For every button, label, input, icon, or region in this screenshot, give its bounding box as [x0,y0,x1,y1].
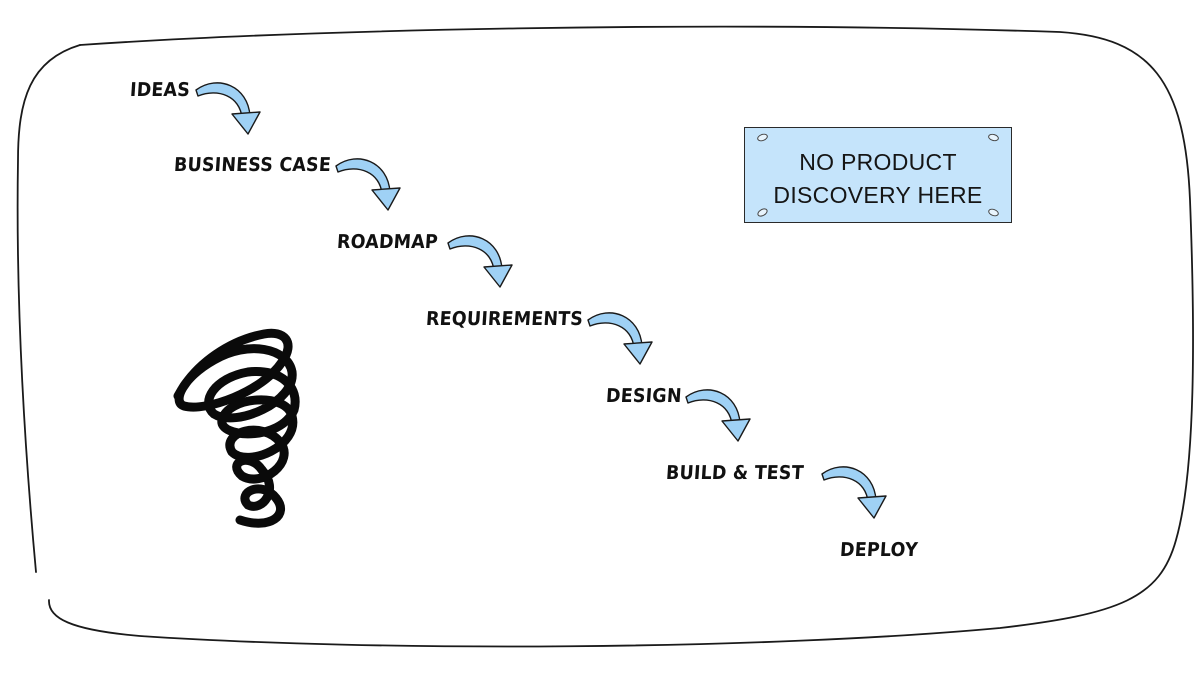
step-business-case: BUSINESS CASE [173,154,332,176]
curved-arrow-icon [447,235,513,288]
sketch-frame-left [16,44,81,573]
sketch-frame [48,25,1194,648]
curved-arrow-icon [335,158,401,211]
curved-arrow-icon [195,82,261,135]
step-build-test: BUILD & TEST [665,462,805,484]
no-discovery-sign: NO PRODUCT DISCOVERY HERE [744,127,1012,223]
step-deploy: DEPLOY [839,539,919,561]
curved-arrow-icon [587,312,653,365]
curved-arrow-icon [685,389,751,442]
screw-icon [756,132,769,143]
step-roadmap: ROADMAP [336,231,439,253]
step-design: DESIGN [605,385,683,407]
sign-text: NO PRODUCT DISCOVERY HERE [745,146,1011,212]
sign-line-1: NO PRODUCT [799,149,957,175]
step-ideas: IDEAS [129,79,191,101]
curved-arrow-icon [821,466,887,519]
spiral-icon [173,328,300,528]
step-requirements: REQUIREMENTS [425,308,584,330]
screw-icon [987,132,1000,143]
sign-line-2: DISCOVERY HERE [773,182,983,208]
